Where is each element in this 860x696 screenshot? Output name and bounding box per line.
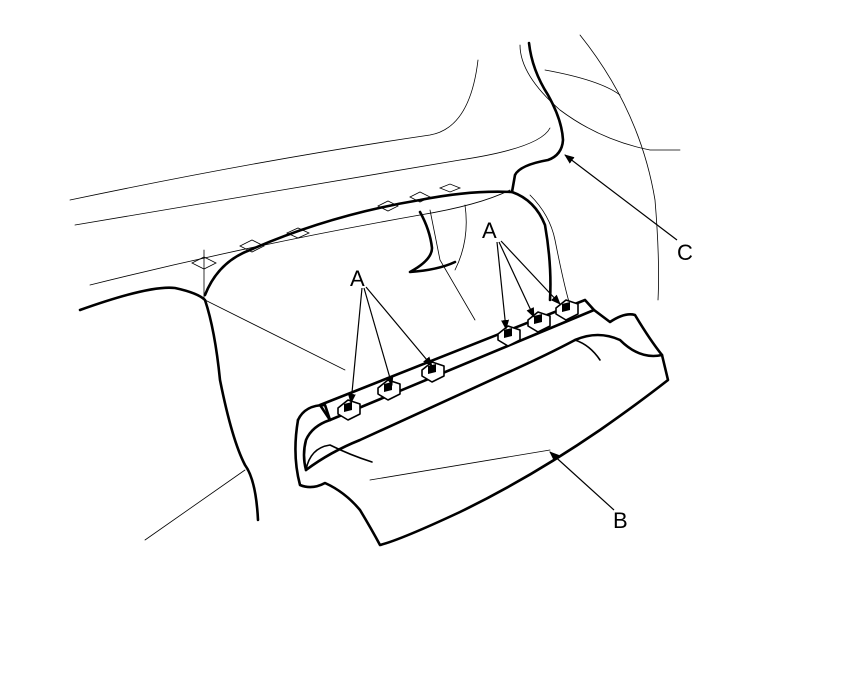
clips-right [497, 299, 579, 347]
callout-a-right: A [482, 218, 497, 243]
clips-left [337, 361, 445, 421]
callout-b: B [613, 508, 628, 533]
body-outline [78, 41, 565, 522]
body-edge-outline [510, 41, 565, 194]
mounting-holes [191, 183, 462, 301]
body-structure-lines [69, 34, 681, 541]
leader-lines [347, 154, 678, 511]
callout-c: C [677, 240, 693, 265]
callout-a-left: A [350, 266, 365, 291]
clip-icon [337, 399, 361, 421]
trim-panel [294, 298, 670, 547]
clip-icon [377, 379, 401, 401]
trim-panel-outline [294, 333, 670, 547]
clip-rail [318, 298, 596, 422]
clip-icon [555, 299, 579, 321]
